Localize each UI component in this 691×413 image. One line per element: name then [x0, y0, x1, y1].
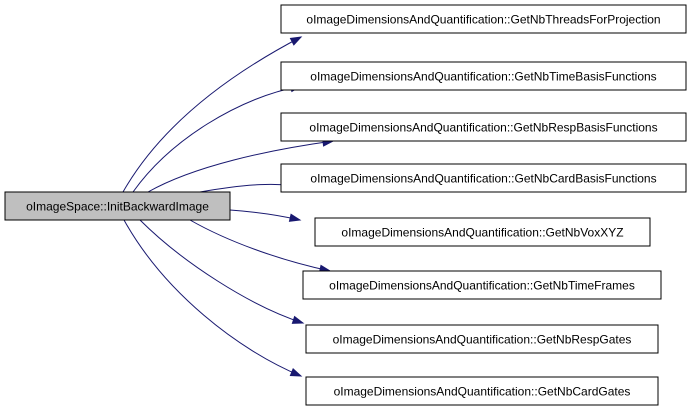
callee-node[interactable]: oImageDimensionsAndQuantification::GetNb…: [305, 324, 659, 354]
callee-node[interactable]: oImageDimensionsAndQuantification::GetNb…: [302, 270, 662, 300]
root-node-label: oImageSpace::InitBackwardImage: [26, 200, 209, 214]
callee-node-box: [280, 4, 687, 34]
callee-node[interactable]: oImageDimensionsAndQuantification::GetNb…: [280, 61, 687, 91]
callee-node-label: oImageDimensionsAndQuantification::GetNb…: [309, 121, 657, 135]
callee-node[interactable]: oImageDimensionsAndQuantification::GetNb…: [305, 376, 659, 406]
callee-node-label: oImageDimensionsAndQuantification::GetNb…: [310, 70, 656, 84]
callee-node-box: [280, 163, 687, 193]
call-edge: [139, 219, 304, 324]
callee-node-label: oImageDimensionsAndQuantification::GetNb…: [334, 385, 631, 399]
callee-node-box: [280, 112, 687, 142]
callee-node-label: oImageDimensionsAndQuantification::GetNb…: [329, 279, 635, 293]
callee-node-label: oImageDimensionsAndQuantification::GetNb…: [306, 13, 660, 27]
callee-node-box: [305, 324, 659, 354]
callee-node-box: [280, 61, 687, 91]
call-edge: [229, 209, 301, 221]
callee-node-box: [302, 270, 662, 300]
callee-node[interactable]: oImageDimensionsAndQuantification::GetNb…: [280, 163, 687, 193]
call-edge: [147, 140, 334, 193]
callee-node-box: [314, 217, 651, 247]
callee-node[interactable]: oImageDimensionsAndQuantification::GetNb…: [314, 217, 651, 247]
arrowhead-icon: [291, 315, 305, 324]
call-edge: [122, 36, 302, 193]
call-edge: [123, 219, 302, 377]
callee-node-box: [305, 376, 659, 406]
callee-node[interactable]: oImageDimensionsAndQuantification::GetNb…: [280, 112, 687, 142]
arrowhead-icon: [289, 36, 303, 46]
callee-node-label: oImageDimensionsAndQuantification::GetNb…: [333, 333, 632, 347]
callee-node[interactable]: oImageDimensionsAndQuantification::GetNb…: [280, 4, 687, 34]
callee-node-label: oImageDimensionsAndQuantification::GetNb…: [341, 226, 623, 240]
call-edge: [132, 85, 302, 193]
arrowhead-icon: [288, 213, 302, 222]
call-nodes: oImageSpace::InitBackwardImage oImageDim…: [4, 4, 687, 406]
root-node[interactable]: oImageSpace::InitBackwardImage: [4, 191, 231, 221]
call-edge: [189, 219, 331, 272]
arrowhead-icon: [289, 368, 303, 377]
callee-node-label: oImageDimensionsAndQuantification::GetNb…: [310, 172, 656, 186]
